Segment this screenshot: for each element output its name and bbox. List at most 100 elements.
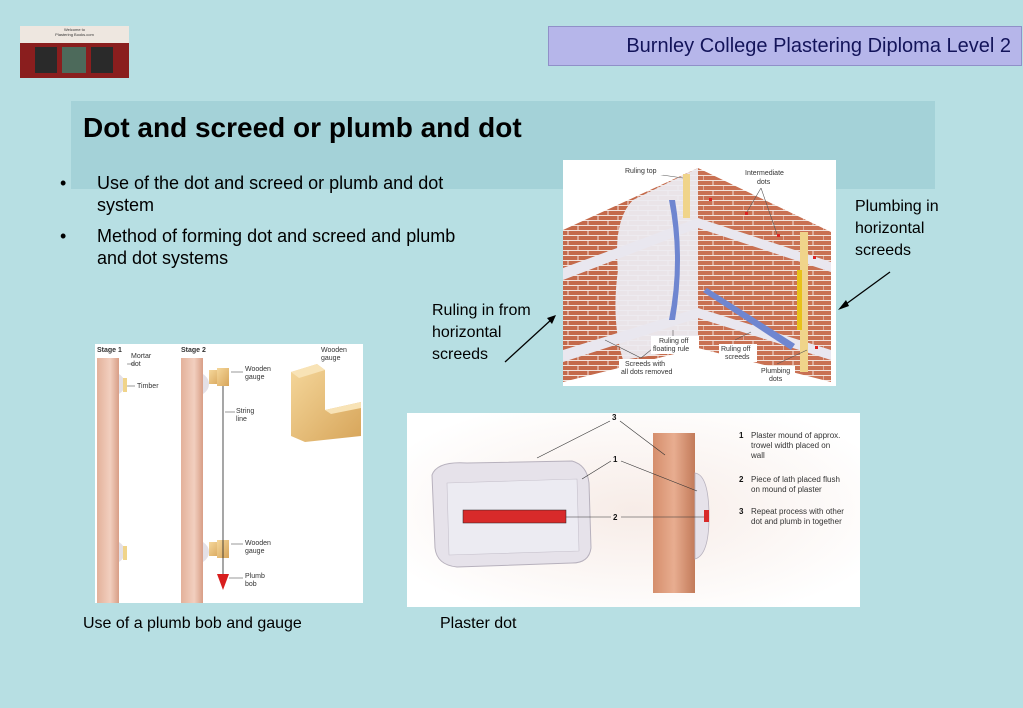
callout-3: 3	[612, 413, 617, 422]
caption-plaster-dot: Plaster dot	[440, 615, 517, 632]
annotation-plumbing-line-2: horizontal	[855, 220, 925, 237]
annotation-ruling: Ruling in from horizontal screeds	[432, 300, 531, 366]
section-wall	[653, 433, 695, 593]
ruling-top-strip	[683, 174, 690, 218]
floating-rule	[669, 200, 680, 320]
note-1: 1 Plaster mound of approx. trowel width …	[739, 431, 840, 460]
note-1-num: 1	[739, 431, 744, 440]
college-logo: Welcome to Plastering Books.com	[20, 26, 129, 78]
logo-window-left	[35, 47, 57, 73]
label-plumbing-dots-1: Plumbing	[761, 368, 790, 375]
note-2-line-1: Piece of lath placed flush	[751, 475, 840, 484]
upper-screed-right	[698, 218, 831, 272]
annotation-plumbing-line-3: screeds	[855, 242, 912, 259]
plastered-area	[615, 168, 698, 360]
leader-1b	[620, 460, 698, 492]
note-1-line-1: Plaster mound of approx.	[751, 431, 840, 440]
label-ruling-screeds-1: Ruling off	[721, 346, 751, 353]
note-1-line-2: trowel width placed on	[751, 441, 830, 450]
logo-window-center	[62, 47, 86, 73]
label-intermediate-2: dots	[757, 179, 771, 186]
annotation-ruling-line-2: horizontal	[432, 324, 502, 341]
note-3: 3 Repeat process with other dot and plum…	[739, 507, 844, 526]
bullet-text: Use of the dot and screed or plumb and d…	[97, 173, 444, 215]
spirit-level	[797, 270, 802, 330]
corner-screed-figure: Ruling top Intermediate dots Ruling off …	[563, 160, 836, 386]
dot-marker	[745, 212, 748, 215]
lower-screed-left	[563, 308, 698, 362]
timber-bottom	[123, 546, 127, 560]
section-lath	[704, 510, 709, 522]
bullet-marker: •	[60, 226, 67, 246]
label-plumbing-dots-2: dots	[769, 376, 783, 383]
note-2: 2 Piece of lath placed flush on mound of…	[739, 475, 840, 494]
arrowhead-ruling-icon	[547, 315, 556, 324]
label-ruling-top: Ruling top	[625, 168, 657, 175]
stage2-wall	[181, 358, 203, 603]
wooden-gauge-top-block	[217, 368, 229, 386]
leader-3b	[619, 420, 666, 456]
label-mortar-2: dot	[131, 361, 141, 368]
stage1-wall	[97, 358, 119, 603]
leader-1a	[581, 460, 612, 480]
stage2-mortar-bottom	[203, 542, 209, 562]
leader-line	[734, 331, 752, 341]
label-string-2: line	[236, 416, 247, 423]
leader-line	[746, 187, 762, 213]
lath-piece	[462, 509, 567, 524]
course-title: Burnley College Plastering Diploma Level…	[626, 35, 1011, 57]
plaster-dot-figure: 3 1 2 1 Plaster mound of approx. trowel …	[407, 413, 860, 607]
label-ruling-off-2: floating rule	[653, 346, 689, 353]
course-header: Burnley College Plastering Diploma Level…	[548, 26, 1022, 66]
note-1-line-3: wall	[750, 451, 765, 460]
plumb-bob-icon	[217, 574, 229, 590]
label-gauge-detail-1: Wooden	[321, 347, 347, 354]
timber-top	[123, 378, 127, 392]
leader-line	[604, 339, 642, 359]
note-2-num: 2	[739, 475, 744, 484]
arrowhead-plumbing-icon	[838, 300, 849, 310]
dot-marker	[709, 198, 712, 201]
logo-text: Welcome to Plastering Books.com	[20, 27, 129, 37]
note-3-num: 3	[739, 507, 744, 516]
stage2-mortar-top	[203, 374, 209, 394]
logo-sign: Welcome to Plastering Books.com	[20, 26, 129, 43]
label-gauge-bottom-2: gauge	[245, 548, 265, 555]
bullet-item: • Use of the dot and screed or plumb and…	[60, 172, 480, 216]
logo-window-right	[91, 47, 113, 73]
annotation-ruling-line-1: Ruling in from	[432, 302, 531, 319]
annotation-plumbing-line-1: Plumbing in	[855, 198, 939, 215]
dot-marker	[777, 234, 780, 237]
label-gauge-detail-2: gauge	[321, 355, 341, 362]
label-screeds-2: all dots removed	[621, 369, 672, 376]
corner-screed-illustration: Ruling top Intermediate dots Ruling off …	[563, 165, 831, 384]
callout-2: 2	[613, 513, 618, 522]
dot-marker	[813, 256, 816, 259]
bullet-list: • Use of the dot and screed or plumb and…	[60, 172, 480, 278]
annotation-ruling-line-3: screeds	[432, 346, 489, 363]
plaster-dot-illustration: 3 1 2 1 Plaster mound of approx. trowel …	[407, 413, 860, 607]
note-2-line-2: on mound of plaster	[751, 485, 822, 494]
plumb-bob-illustration: Stage 1 Stage 2 Mortar dot Timber Wooden…	[97, 347, 361, 603]
label-ruling-off-1: Ruling off	[659, 338, 689, 345]
callout-1: 1	[613, 455, 618, 464]
lower-screed-right	[698, 308, 831, 360]
caption-plumb-bob: Use of a plumb bob and gauge	[83, 615, 302, 632]
label-gauge-top-2: gauge	[245, 374, 265, 381]
bullet-text: Method of forming dot and screed and plu…	[97, 226, 456, 268]
slide-title: Dot and screed or plumb and dot	[83, 112, 522, 143]
arrow-ruling	[504, 318, 553, 363]
plumb-bob-figure: Stage 1 Stage 2 Mortar dot Timber Wooden…	[95, 344, 363, 603]
label-string-1: String	[236, 408, 254, 415]
label-mortar-1: Mortar	[131, 353, 152, 360]
wooden-gauge-detail	[291, 364, 361, 442]
label-bob-1: Plumb	[245, 573, 265, 580]
leader-3a	[536, 420, 611, 459]
label-screeds-1: Screeds with	[625, 361, 665, 368]
dot-marker	[815, 346, 818, 349]
leader-line	[776, 349, 808, 365]
label-timber: Timber	[137, 383, 159, 390]
label-gauge-bottom-1: Wooden	[245, 540, 271, 547]
logo-text-line-1: Welcome to	[63, 27, 86, 32]
